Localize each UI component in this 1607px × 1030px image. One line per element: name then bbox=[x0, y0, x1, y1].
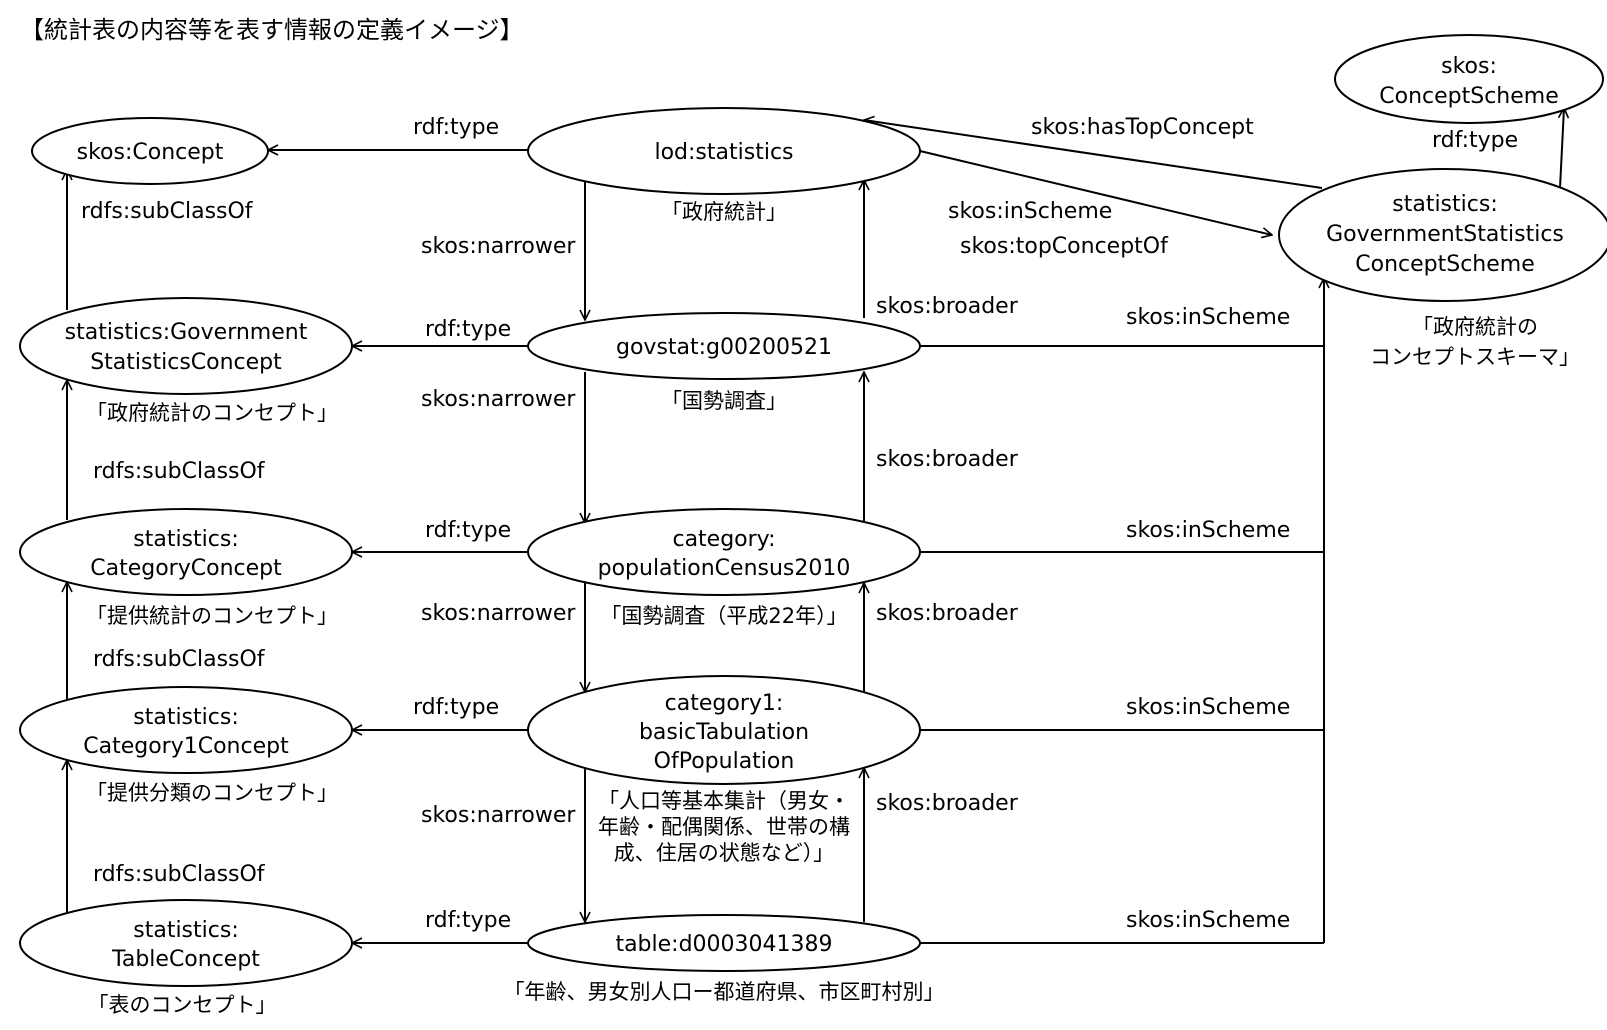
edge-label-subclass-2: rdfs:subClassOf bbox=[93, 459, 266, 484]
nodes bbox=[19, 34, 1607, 987]
node-lod-statistics-label: lod:statistics bbox=[654, 140, 793, 165]
node-gov-scheme bbox=[1278, 168, 1607, 302]
caption-table: 「年齢、男女別人口ー都道府県、市区町村別」 bbox=[504, 980, 945, 1004]
node-category-concept-label-1: statistics: bbox=[133, 527, 238, 552]
node-census2010 bbox=[527, 508, 921, 596]
edge-label-topconceptof: skos:topConceptOf bbox=[960, 234, 1169, 259]
caption-govstat: 「国勢調査」 bbox=[661, 389, 787, 413]
edge-label-rdf-type-2: rdf:type bbox=[425, 317, 511, 342]
node-lod-statistics bbox=[527, 107, 921, 195]
caption-gov-concept: 「政府統計のコンセプト」 bbox=[86, 401, 338, 425]
node-skos-concept-scheme-label-1: skos: bbox=[1441, 54, 1497, 79]
node-category1-concept-label-2: Category1Concept bbox=[83, 734, 289, 759]
edge-label-rdf-type-4: rdf:type bbox=[413, 695, 499, 720]
edge-label-subclass-1: rdfs:subClassOf bbox=[81, 199, 254, 224]
node-basic-tabulation-label-2: basicTabulation bbox=[639, 720, 809, 745]
node-skos-concept bbox=[31, 117, 269, 185]
node-table-concept bbox=[19, 899, 353, 987]
node-census2010-label-1: category: bbox=[672, 527, 775, 552]
node-gov-scheme-label-1: statistics: bbox=[1392, 192, 1497, 217]
diagram-title: 【統計表の内容等を表す情報の定義イメージ】 bbox=[20, 16, 524, 44]
caption-basic-tabulation-3: 成、住居の状態など）」 bbox=[614, 841, 835, 865]
edge-label-subclass-3: rdfs:subClassOf bbox=[93, 647, 266, 672]
node-skos-concept-scheme-label-2: ConceptScheme bbox=[1379, 84, 1559, 109]
edge-label-narrower-1: skos:narrower bbox=[421, 234, 576, 259]
node-govstat-label: govstat:g00200521 bbox=[616, 335, 832, 360]
node-category-concept bbox=[19, 508, 353, 596]
node-category1-concept bbox=[19, 686, 353, 774]
node-gov-scheme-label-3: ConceptScheme bbox=[1355, 252, 1535, 277]
caption-category-concept: 「提供統計のコンセプト」 bbox=[86, 604, 338, 628]
edge-labels: rdf:type rdf:type rdf:type rdf:type rdf:… bbox=[81, 115, 1518, 933]
edge-hastopconcept bbox=[864, 120, 1323, 189]
caption-basic-tabulation-2: 年齢・配偶関係、世帯の構 bbox=[598, 815, 850, 839]
node-gov-concept-label-1: statistics:Government bbox=[65, 320, 308, 345]
node-category-concept-label-2: CategoryConcept bbox=[90, 556, 282, 581]
edge-label-inscheme-1: skos:inScheme bbox=[1126, 305, 1290, 330]
edge-inscheme-lod bbox=[919, 150, 1272, 235]
node-labels: skos:Concept skos: ConceptScheme lod:sta… bbox=[65, 54, 1564, 972]
node-govstat bbox=[527, 312, 921, 380]
edge-label-rdf-type-scheme: rdf:type bbox=[1432, 128, 1518, 153]
edges bbox=[67, 108, 1564, 943]
node-table-concept-label-1: statistics: bbox=[133, 918, 238, 943]
node-table-label: table:d0003041389 bbox=[615, 932, 832, 957]
node-table-concept-label-2: TableConcept bbox=[111, 947, 260, 972]
node-skos-concept-label: skos:Concept bbox=[77, 140, 224, 165]
edge-label-narrower-3: skos:narrower bbox=[421, 601, 576, 626]
edge-label-inscheme-2: skos:inScheme bbox=[1126, 518, 1290, 543]
node-basic-tabulation bbox=[527, 675, 921, 785]
node-gov-concept bbox=[19, 297, 353, 395]
caption-table-concept: 「表のコンセプト」 bbox=[88, 993, 277, 1017]
node-basic-tabulation-label-1: category1: bbox=[665, 691, 784, 716]
edge-label-rdf-type-3: rdf:type bbox=[425, 518, 511, 543]
edge-label-broader-2: skos:broader bbox=[876, 447, 1019, 472]
node-category1-concept-label-1: statistics: bbox=[133, 705, 238, 730]
caption-basic-tabulation-1: 「人口等基本集計（男女・ bbox=[598, 789, 850, 813]
caption-category1-concept: 「提供分類のコンセプト」 bbox=[86, 781, 338, 805]
edge-label-narrower-4: skos:narrower bbox=[421, 803, 576, 828]
edge-label-broader-1: skos:broader bbox=[876, 294, 1019, 319]
node-gov-concept-label-2: StatisticsConcept bbox=[90, 350, 282, 375]
edge-label-inscheme-3: skos:inScheme bbox=[1126, 695, 1290, 720]
node-basic-tabulation-label-3: OfPopulation bbox=[654, 749, 795, 774]
edge-label-broader-4: skos:broader bbox=[876, 791, 1019, 816]
node-gov-scheme-label-2: GovernmentStatistics bbox=[1326, 222, 1564, 247]
caption-gov-scheme-2: コンセプトスキーマ」 bbox=[1370, 345, 1580, 369]
edge-label-rdf-type-5: rdf:type bbox=[425, 908, 511, 933]
edge-label-hastopconcept: skos:hasTopConcept bbox=[1031, 115, 1254, 140]
caption-gov-scheme-1: 「政府統計の bbox=[1412, 315, 1538, 339]
node-captions: 「政府統計」 「政府統計の コンセプトスキーマ」 「政府統計のコンセプト」 「国… bbox=[86, 200, 1580, 1017]
edge-label-broader-3: skos:broader bbox=[876, 601, 1019, 626]
edge-label-subclass-4: rdfs:subClassOf bbox=[93, 862, 266, 887]
edge-label-inscheme-lod: skos:inScheme bbox=[948, 199, 1112, 224]
node-census2010-label-2: populationCensus2010 bbox=[598, 556, 851, 581]
node-table bbox=[527, 914, 921, 972]
node-skos-concept-scheme bbox=[1334, 34, 1604, 124]
caption-lod-statistics: 「政府統計」 bbox=[661, 200, 787, 224]
edge-label-rdf-type-1: rdf:type bbox=[413, 115, 499, 140]
edge-label-narrower-2: skos:narrower bbox=[421, 387, 576, 412]
caption-census2010: 「国勢調査（平成22年）」 bbox=[600, 604, 847, 628]
edge-label-inscheme-4: skos:inScheme bbox=[1126, 908, 1290, 933]
edge-rdf-type-scheme bbox=[1560, 108, 1564, 189]
